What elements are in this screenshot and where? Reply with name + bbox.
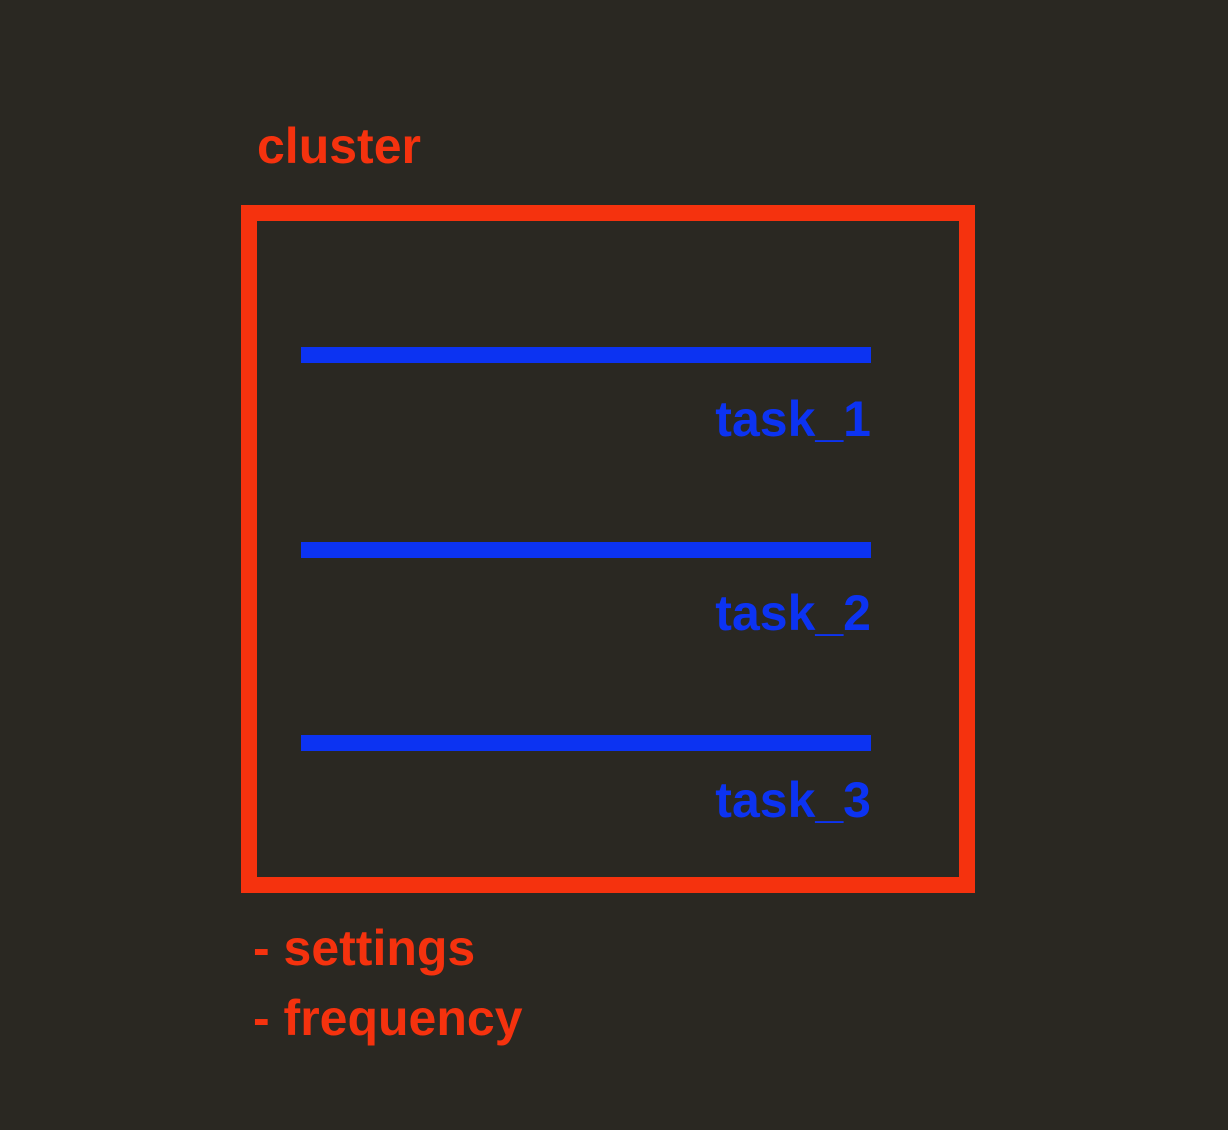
note-frequency: - frequency — [253, 990, 523, 1046]
cluster-box — [241, 205, 975, 893]
task-3-bar — [301, 735, 871, 751]
task-2-bar — [301, 542, 871, 558]
cluster-label: cluster — [257, 118, 421, 174]
note-settings: - settings — [253, 920, 476, 976]
task-3-label: task_3 — [715, 772, 871, 828]
task-1-bar — [301, 347, 871, 363]
task-2-label: task_2 — [715, 585, 871, 641]
task-1-label: task_1 — [715, 391, 871, 447]
